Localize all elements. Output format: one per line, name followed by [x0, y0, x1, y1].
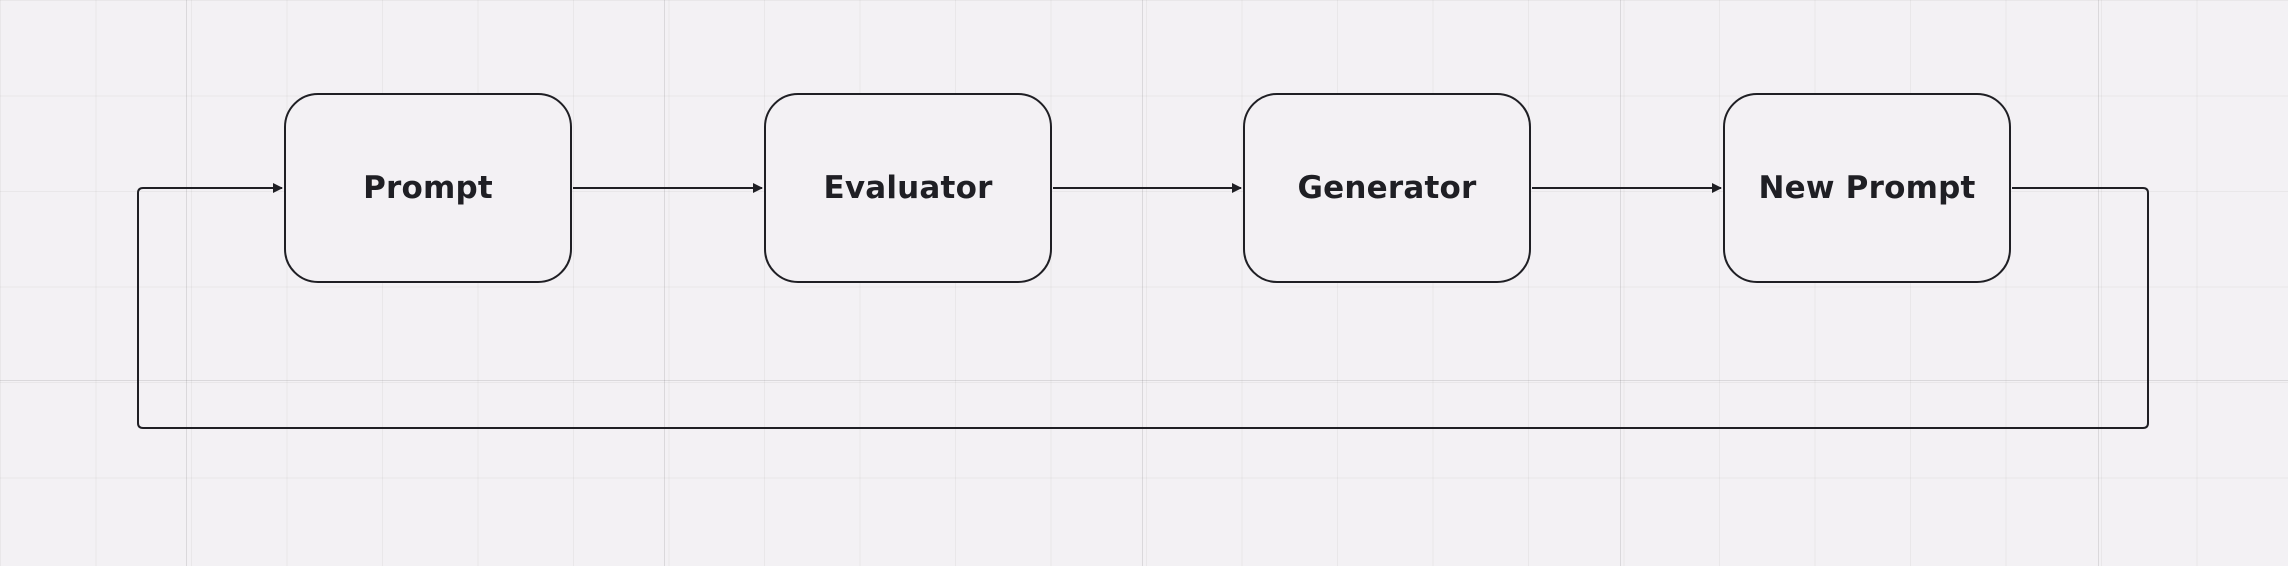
node-generator-label: Generator [1297, 170, 1477, 206]
node-prompt[interactable]: Prompt [284, 93, 572, 283]
node-new-prompt-label: New Prompt [1758, 170, 1976, 206]
node-prompt-label: Prompt [363, 170, 493, 206]
node-evaluator[interactable]: Evaluator [764, 93, 1052, 283]
node-generator[interactable]: Generator [1243, 93, 1531, 283]
node-new-prompt[interactable]: New Prompt [1723, 93, 2011, 283]
node-evaluator-label: Evaluator [823, 170, 993, 206]
edge-new-prompt-to-prompt[interactable] [137, 183, 2149, 429]
